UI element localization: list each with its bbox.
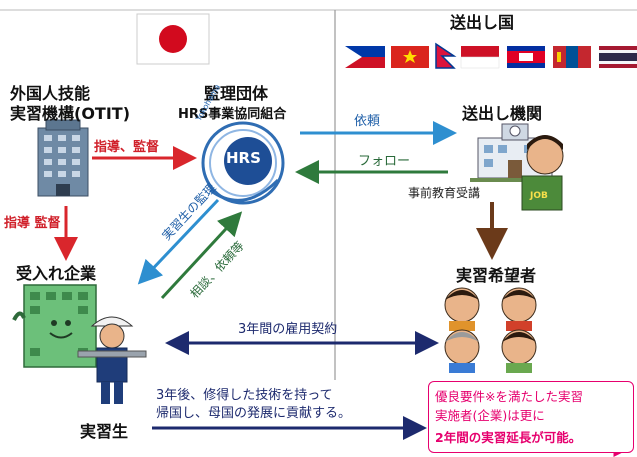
pre-education-label: 事前教育受講 <box>408 186 481 200</box>
japan-flag-icon <box>136 13 210 65</box>
trainee-label: 実習生 <box>80 422 129 441</box>
svg-text:JOB: JOB <box>529 191 548 201</box>
indonesia-flag-icon <box>460 46 500 69</box>
applicants-label: 実習希望者 <box>456 266 537 285</box>
guidance-supervision-label: 指導、監督 <box>94 140 160 155</box>
applicants-faces-icon <box>444 287 537 373</box>
employment-contract-label: 3年間の雇用契約 <box>238 322 338 337</box>
return-home-line1: 3年後、修得した技術を持って <box>156 388 333 403</box>
otit-label-line1: 外国人技能 <box>10 84 91 103</box>
follow-label: フォロー <box>358 154 411 169</box>
philippines-flag-icon <box>345 46 385 68</box>
arrow-trainee-supervision <box>137 198 220 285</box>
cambodia-flag-icon <box>507 46 545 68</box>
otit-label-line2: 実習機構(OTIT) <box>10 104 131 123</box>
trainee-worker-icon <box>77 316 147 404</box>
thailand-flag-icon <box>599 46 637 68</box>
otit-building-icon <box>37 119 89 197</box>
arrow-consult-request <box>160 211 243 300</box>
return-home-line2: 帰国し、母国の発展に貢献する。 <box>156 406 352 421</box>
note-line2: 実施者(企業)は更に <box>435 408 545 423</box>
hrs-logo-icon <box>201 121 285 205</box>
student-reading-icon: JOB <box>521 135 564 211</box>
sending-countries-title: 送出し国 <box>450 13 515 32</box>
request-label: 依頼 <box>354 114 381 129</box>
company-label: 受入れ企業 <box>16 264 97 283</box>
hrs-logo-text: HRS <box>226 149 261 167</box>
guidance-supervision-vertical-label: 指導 監督 <box>4 216 61 231</box>
hrs-name-label: HRS事業協同組合 <box>178 107 287 122</box>
sending-org-label: 送出し機関 <box>462 104 543 123</box>
note-line3: 2年間の実習延長が可能。 <box>435 430 582 445</box>
vietnam-flag-icon <box>391 46 429 68</box>
mongolia-flag-icon <box>553 46 591 68</box>
extension-note-box: 優良要件※を満たした実習 実施者(企業)は更に 2年間の実習延長が可能。 <box>428 381 634 453</box>
note-line1: 優良要件※を満たした実習 <box>435 389 583 404</box>
supervisor-label: 監理団体 <box>204 84 269 103</box>
nepal-flag-icon <box>435 42 457 69</box>
